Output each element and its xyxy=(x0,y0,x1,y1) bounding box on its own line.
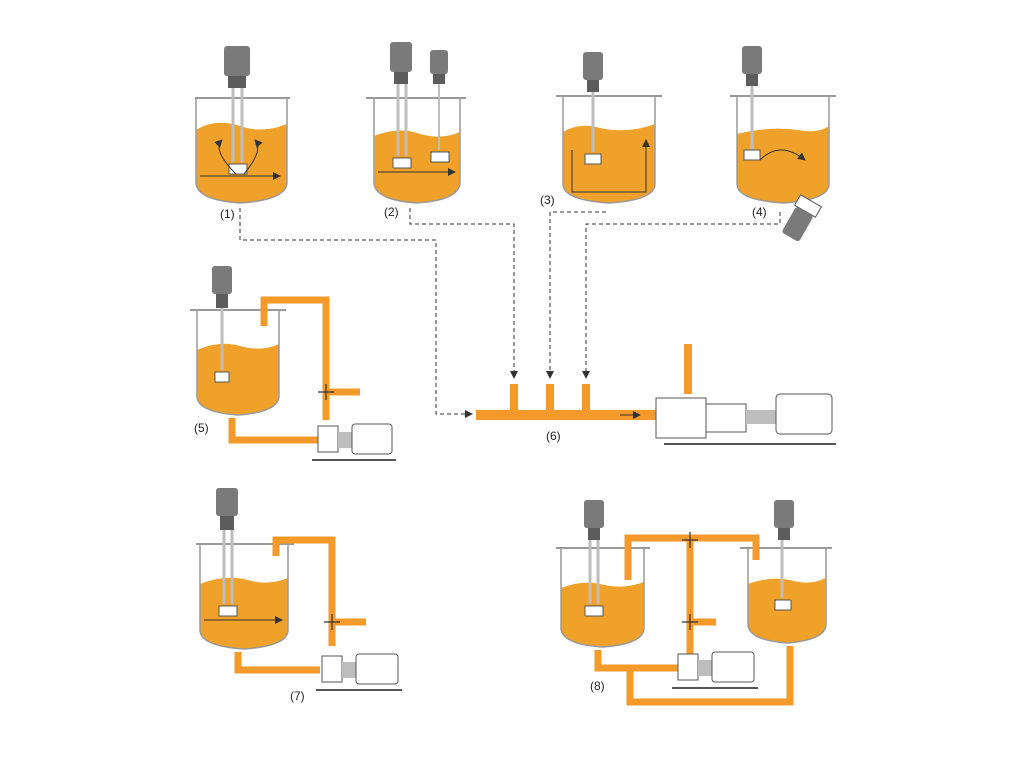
tank-4: (4) xyxy=(730,46,836,242)
inline-mixer-motor xyxy=(775,393,833,435)
motor-8a xyxy=(584,500,604,528)
pump-motor-5 xyxy=(351,423,393,455)
motor-4 xyxy=(742,46,762,74)
label-1: (1) xyxy=(220,207,235,221)
tank-3: (3) xyxy=(540,52,662,207)
rotor-stator-head-icon xyxy=(218,605,238,617)
pump-head-5 xyxy=(317,425,339,453)
inline-mixer-head xyxy=(655,397,707,439)
liquid-5 xyxy=(197,343,279,415)
tank-2: (2) xyxy=(366,42,466,219)
label-8: (8) xyxy=(590,679,605,693)
pipe-5-outlet xyxy=(228,418,320,444)
label-3: (3) xyxy=(540,193,555,207)
liquid-4 xyxy=(737,126,829,203)
pipe-7-return xyxy=(272,536,336,646)
motor-7 xyxy=(216,488,238,516)
label-4: (4) xyxy=(752,205,767,219)
label-2: (2) xyxy=(384,205,399,219)
bottom-mixer-4 xyxy=(782,194,823,242)
motor-3 xyxy=(583,52,603,80)
tank-7: (7) xyxy=(196,488,402,703)
valve-icon xyxy=(682,532,698,548)
motor-8b xyxy=(774,500,794,528)
pipe-5-return xyxy=(260,296,330,420)
impeller-icon xyxy=(743,149,761,161)
pump-motor-8 xyxy=(711,651,755,683)
pump-motor-7 xyxy=(355,653,399,685)
pipe-8-top xyxy=(624,534,760,580)
pump-head-8 xyxy=(677,653,699,681)
valve-icon xyxy=(682,614,698,630)
pipe-8-bottom xyxy=(626,646,794,706)
impeller-icon xyxy=(430,151,450,163)
liquid-2 xyxy=(374,130,460,203)
inline-mixer-6: (6) xyxy=(476,344,836,445)
liquid-7 xyxy=(200,577,288,649)
tank-system-8: (8) xyxy=(556,500,832,706)
liquid-3 xyxy=(563,124,655,203)
valve-icon xyxy=(324,614,340,630)
motor-5 xyxy=(212,266,232,294)
motor-2b xyxy=(430,50,448,74)
label-5: (5) xyxy=(194,421,209,435)
rotor-stator-head-icon xyxy=(584,605,604,617)
impeller-icon xyxy=(214,371,230,383)
rotor-stator-head-icon xyxy=(392,157,412,169)
motor-2a xyxy=(390,42,412,72)
manifold-pipe xyxy=(476,410,656,420)
pipe-7-outlet xyxy=(234,652,320,674)
impeller-icon xyxy=(774,599,792,611)
tank-1: (1) xyxy=(195,46,290,221)
label-7: (7) xyxy=(290,689,305,703)
pipe-8-outlet xyxy=(594,650,680,672)
dashed-connectors xyxy=(239,208,781,418)
valve-icon xyxy=(318,384,334,400)
pump-head-7 xyxy=(321,655,343,683)
motor-1 xyxy=(224,46,250,76)
rotor-stator-head-icon xyxy=(584,153,602,165)
tank-5: (5) xyxy=(190,266,396,461)
label-6: (6) xyxy=(546,429,561,443)
rotor-stator-head-icon xyxy=(228,163,248,175)
